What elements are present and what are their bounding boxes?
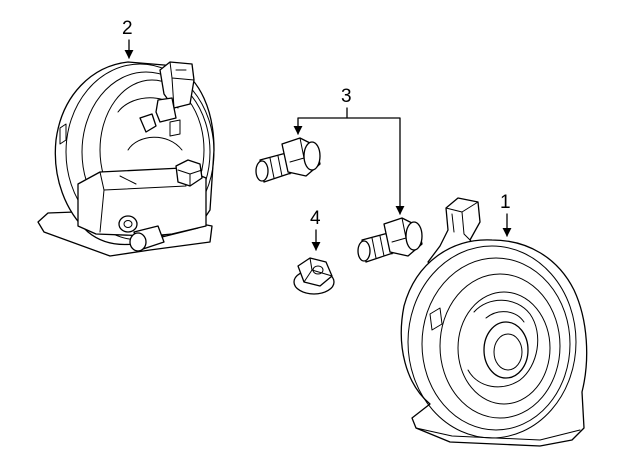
flange-nut	[293, 257, 335, 295]
callout-group-3: 3	[293, 86, 405, 215]
callout-2: 2	[122, 18, 133, 39]
horn-assembly-2	[37, 61, 215, 257]
callout-1: 1	[500, 192, 511, 213]
callout-group-4: 4	[310, 208, 321, 251]
bolt-lower	[357, 217, 423, 263]
callout-3: 3	[341, 86, 352, 107]
bolt-upper	[255, 137, 321, 183]
callout-group-1: 1	[500, 192, 512, 237]
horn-assembly-1	[400, 197, 588, 447]
callout-4: 4	[310, 208, 321, 229]
callout-group-2: 2	[122, 18, 134, 59]
